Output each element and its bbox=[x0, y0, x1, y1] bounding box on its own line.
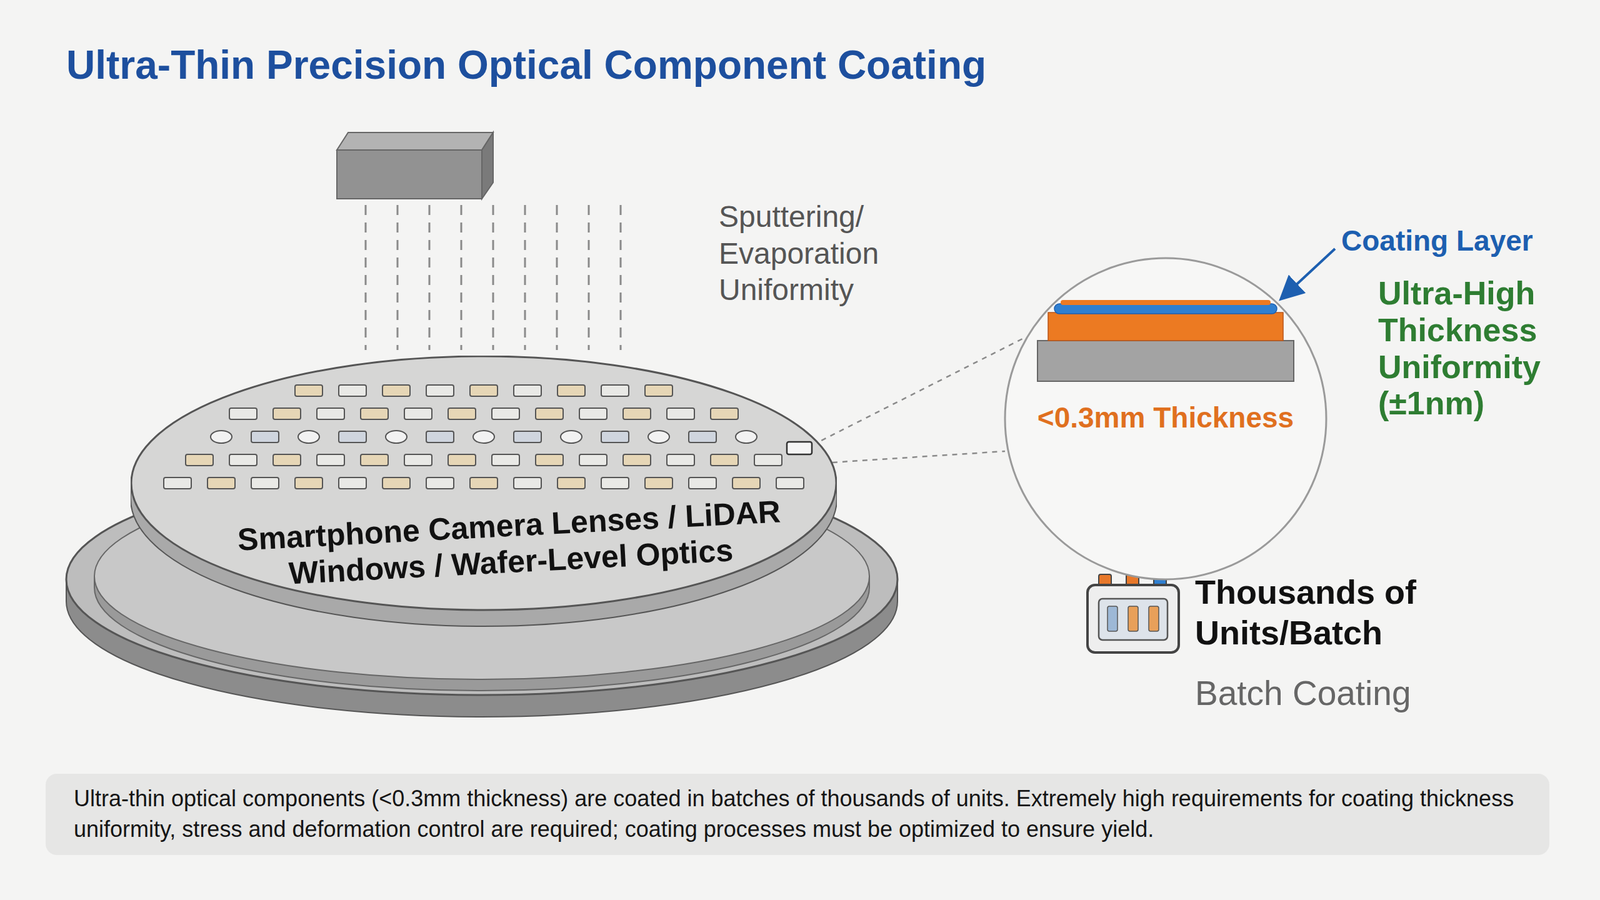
callout-label: Coating Layer bbox=[1341, 223, 1534, 259]
optic-chip bbox=[470, 385, 498, 397]
optic-chip bbox=[535, 454, 564, 466]
optic-chip bbox=[295, 477, 323, 489]
optic-chip bbox=[448, 408, 476, 420]
optic-chip bbox=[688, 477, 717, 489]
optic-chip bbox=[513, 385, 542, 397]
optic-chip bbox=[710, 454, 739, 466]
optic-chip bbox=[338, 431, 367, 443]
optic-chip bbox=[513, 431, 542, 443]
optic-chip bbox=[404, 454, 432, 466]
lens-element bbox=[648, 430, 670, 444]
optic-chip bbox=[338, 477, 367, 489]
wafer-shape bbox=[130, 355, 837, 631]
optic-chip bbox=[295, 385, 323, 397]
caption: Ultra-thin optical components (<0.3mm th… bbox=[73, 783, 1530, 845]
optic-chip bbox=[229, 454, 257, 466]
deposition-flux bbox=[365, 205, 621, 350]
optic-chip bbox=[448, 454, 476, 466]
optic-chip bbox=[382, 477, 410, 489]
optic-chip bbox=[776, 477, 804, 489]
lens-element bbox=[560, 430, 582, 444]
pointer-arrow bbox=[1282, 248, 1335, 298]
optic-chip bbox=[666, 454, 695, 466]
coating-top bbox=[1060, 300, 1271, 305]
optic-chip bbox=[404, 408, 432, 420]
optic-chip bbox=[251, 477, 279, 489]
optic-chip bbox=[623, 408, 651, 420]
optic-chip bbox=[623, 454, 651, 466]
source-side bbox=[481, 132, 494, 199]
optic-chip bbox=[579, 454, 607, 466]
zoom-detail: <0.3mm Thickness bbox=[1003, 256, 1329, 582]
optic-chip bbox=[273, 408, 301, 420]
optic-chip bbox=[688, 431, 717, 443]
optic-chip bbox=[185, 454, 214, 466]
optic-chip bbox=[470, 477, 498, 489]
optic-chip bbox=[601, 431, 629, 443]
optic-chip bbox=[163, 477, 192, 489]
lens-element bbox=[735, 430, 757, 444]
thickness-label: <0.3mm Thickness bbox=[1021, 401, 1310, 435]
lens-element bbox=[298, 430, 320, 444]
optic-chip bbox=[601, 477, 629, 489]
lens-element bbox=[210, 430, 232, 444]
lens-element bbox=[473, 430, 495, 444]
optic-chip bbox=[360, 454, 389, 466]
lens-element bbox=[385, 430, 407, 444]
batch-label: Thousands of Units/Batch bbox=[1195, 571, 1464, 654]
sputter-source bbox=[336, 150, 482, 199]
spec-label: Ultra-High Thickness Uniformity (±1nm) bbox=[1378, 275, 1585, 422]
optic-layer bbox=[1048, 312, 1284, 341]
wafer-carrier: Smartphone Camera Lenses / LiDAR Windows… bbox=[130, 355, 837, 631]
optic-chip bbox=[316, 408, 345, 420]
process-label: Sputtering/ Evaporation Uniformity bbox=[718, 198, 919, 309]
optic-chip bbox=[273, 454, 301, 466]
optic-chip bbox=[557, 385, 585, 397]
highlighted-chip bbox=[786, 441, 812, 455]
optic-chip bbox=[491, 454, 520, 466]
coating-layer bbox=[1054, 303, 1277, 314]
title: Ultra-Thin Precision Optical Component C… bbox=[66, 41, 987, 90]
source-top bbox=[336, 132, 494, 150]
optic-chip bbox=[360, 408, 389, 420]
optic-chip bbox=[229, 408, 257, 420]
optic-chip bbox=[579, 408, 607, 420]
optic-chip bbox=[426, 477, 454, 489]
optic-chip bbox=[426, 385, 454, 397]
optic-chip bbox=[535, 408, 564, 420]
optic-chip bbox=[491, 408, 520, 420]
optic-chip bbox=[601, 385, 629, 397]
optic-chip bbox=[754, 454, 782, 466]
optic-chip bbox=[316, 454, 345, 466]
zoom-outline bbox=[1005, 258, 1327, 580]
wafer-top bbox=[131, 356, 837, 610]
optic-chip bbox=[666, 408, 695, 420]
zoom-lines bbox=[812, 338, 1023, 464]
optic-chip bbox=[207, 477, 235, 489]
optic-chip bbox=[513, 477, 542, 489]
batch-sublabel: Batch Coating bbox=[1195, 672, 1412, 714]
caption-bar bbox=[45, 773, 1550, 855]
optic-chip bbox=[338, 385, 367, 397]
optic-chip bbox=[645, 385, 673, 397]
substrate-layer bbox=[1037, 340, 1294, 382]
batch-icon bbox=[1087, 574, 1179, 653]
optic-chip bbox=[251, 431, 279, 443]
optic-chip bbox=[710, 408, 739, 420]
optic-chip bbox=[557, 477, 585, 489]
optic-chip bbox=[382, 385, 410, 397]
optic-chip bbox=[732, 477, 760, 489]
optic-chip bbox=[645, 477, 673, 489]
optic-chip bbox=[426, 431, 454, 443]
